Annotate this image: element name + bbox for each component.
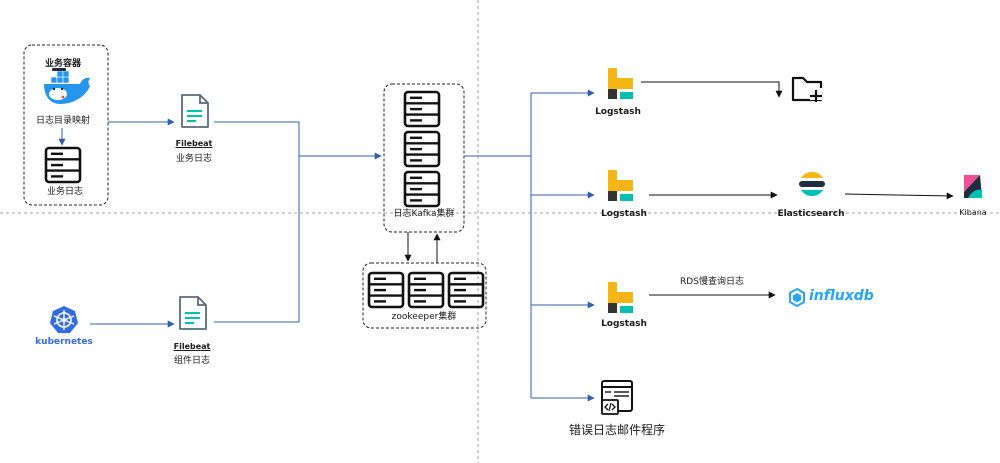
docker-whale-icon [44,68,90,104]
connectors [90,89,595,402]
kubernetes-icon [50,306,78,333]
code-window-icon [601,380,633,415]
elasticsearch-label: Elasticsearch [777,209,845,219]
influxdb-wordmark: influxdb [809,288,874,304]
business-log-server-icon [44,146,82,184]
kafka-server-icon [403,130,441,168]
log-mapping-label: 日志目录映射 [35,116,91,126]
folder-plus-icon [791,76,823,102]
kafka-server-icon [403,90,441,128]
logstash-icon [608,170,633,201]
zookeeper-cluster-label: zookeeper集群 [391,312,457,322]
kafka-cluster-box [383,83,465,233]
logstash-icon [608,68,633,99]
zookeeper-server-icon [407,271,445,309]
business-container-box [23,44,109,206]
filebeat-business-doc-icon [181,94,209,128]
kafka-cluster-label: 日志Kafka集群 [393,209,455,219]
kubernetes-label: kubernetes [35,337,93,347]
logstash-label: Logstash [601,319,647,329]
business-container-title: 业务容器 [44,59,82,69]
influxdb-icon [789,287,805,308]
rds-slow-query-label: RDS慢查询日志 [680,277,744,287]
kibana-label: Kibana [959,208,987,217]
logstash-icon [608,282,633,313]
kibana-icon [964,175,982,198]
zookeeper-server-icon [367,271,405,309]
filebeat-merge-line [214,121,300,323]
filebeat-component-doc-icon [179,296,207,330]
business-log-label: 业务日志 [46,187,84,197]
filebeat-component-subtitle: 组件日志 [173,356,211,366]
filebeat-business-subtitle: 业务日志 [175,154,213,164]
elasticsearch-to-kibana-arrow [844,192,954,200]
filebeat-business-name: Filebeat [175,139,213,148]
logstash-label: Logstash [595,107,641,117]
filebeat-component-name: Filebeat [173,342,211,351]
kafka-server-icon [403,170,441,208]
elasticsearch-icon [799,171,825,197]
logstash-label: Logstash [601,209,647,219]
output-arrows [404,81,954,299]
error-mail-label: 错误日志邮件程序 [568,423,666,437]
logstash-to-folder-arrow [641,81,783,98]
